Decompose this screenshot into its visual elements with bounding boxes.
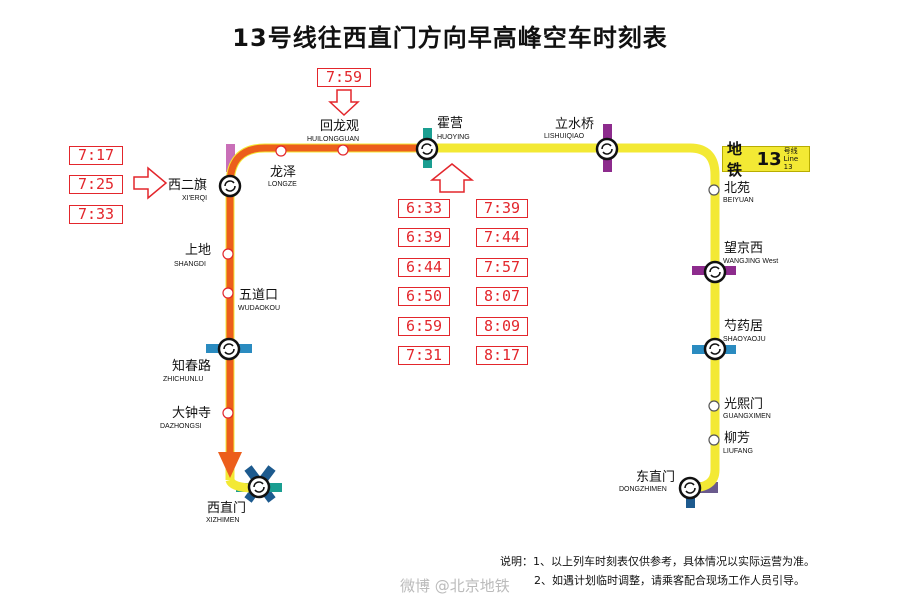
time-huoying-right-3: 7:57 bbox=[476, 258, 528, 277]
station-name-wudaokou: 五道口 bbox=[239, 288, 278, 303]
station-name-shangdi: 上地 bbox=[185, 243, 211, 258]
station-name-wangjingxi: 望京西 bbox=[724, 240, 763, 256]
station-pinyin-xizhimen: XIZHIMEN bbox=[206, 517, 239, 524]
line-15-stub-xierqi bbox=[226, 144, 235, 172]
badge-suffix-en: Line 13 bbox=[783, 155, 799, 171]
station-name-huoying: 霍营 bbox=[437, 116, 463, 131]
transfer-icon-huoying bbox=[415, 137, 439, 161]
time-huoying-left-6: 7:31 bbox=[398, 346, 450, 365]
transfer-icon-lishuiqiao bbox=[595, 137, 619, 161]
time-huoying-left-4: 6:50 bbox=[398, 287, 450, 306]
time-huoying-left-2: 6:39 bbox=[398, 228, 450, 247]
station-pinyin-zhichunlu: ZHICHUNLU bbox=[163, 376, 203, 383]
station-name-dongzhimen: 东直门 bbox=[636, 470, 675, 485]
station-name-huilongguan: 回龙观 bbox=[320, 119, 359, 134]
time-huoying-left-1: 6:33 bbox=[398, 199, 450, 218]
station-dot-huilongguan bbox=[337, 144, 349, 156]
station-dot-dazhongsi bbox=[222, 407, 234, 419]
transfer-icon-xizhimen bbox=[247, 475, 271, 499]
station-pinyin-longze: LONGZE bbox=[268, 181, 297, 188]
arrow-up-huoying bbox=[429, 163, 475, 193]
station-dot-liufang bbox=[708, 434, 720, 446]
transfer-icon-shaoyaoju bbox=[703, 337, 727, 361]
note-line-2: 2、如遇计划临时调整，请乘客配合现场工作人员引导。 bbox=[534, 574, 805, 587]
station-name-shaoyaoju: 芍药居 bbox=[724, 318, 763, 334]
station-name-xierqi: 西二旗 bbox=[168, 177, 207, 193]
station-pinyin-dongzhimen: DONGZHIMEN bbox=[619, 486, 667, 493]
line-13-badge: 地铁 13 号线 Line 13 bbox=[722, 140, 810, 179]
transfer-icon-zhichunlu bbox=[217, 337, 241, 361]
note-line-1: 说明：1、以上列车时刻表仅供参考，具体情况以实际运营为准。 bbox=[500, 555, 815, 568]
station-dot-wudaokou bbox=[222, 287, 234, 299]
time-huoying-left-5: 6:59 bbox=[398, 317, 450, 336]
station-name-xizhimen: 西直门 bbox=[207, 501, 246, 516]
time-xierqi-3: 7:33 bbox=[69, 205, 123, 224]
badge-suffix-cn: 号线 bbox=[783, 147, 798, 155]
station-name-liufang: 柳芳 bbox=[724, 431, 750, 446]
station-dot-longze bbox=[275, 145, 287, 157]
time-huoying-right-2: 7:44 bbox=[476, 228, 528, 247]
notes: 说明：1、以上列车时刻表仅供参考，具体情况以实际运营为准。 2、如遇计划临时调整… bbox=[500, 552, 815, 590]
station-pinyin-guangximen: GUANGXIMEN bbox=[723, 413, 771, 420]
station-pinyin-wangjingxi: WANGJING West bbox=[723, 258, 778, 265]
station-dot-beiyuan bbox=[708, 184, 720, 196]
station-dot-guangximen bbox=[708, 400, 720, 412]
station-pinyin-liufang: LIUFANG bbox=[723, 448, 753, 455]
arrow-right-xierqi bbox=[133, 166, 168, 200]
station-name-longze: 龙泽 bbox=[270, 165, 296, 180]
station-pinyin-dazhongsi: DAZHONGSI bbox=[160, 423, 202, 430]
station-pinyin-shaoyaoju: SHAOYAOJU bbox=[723, 336, 766, 343]
station-pinyin-xierqi: XI'ERQI bbox=[182, 195, 207, 202]
route-direction-arrow bbox=[218, 452, 242, 478]
station-name-zhichunlu: 知春路 bbox=[172, 358, 211, 374]
transfer-icon-xierqi bbox=[218, 174, 242, 198]
time-huoying-right-5: 8:09 bbox=[476, 317, 528, 336]
badge-line-number: 13 bbox=[756, 148, 782, 170]
time-huoying-right-6: 8:17 bbox=[476, 346, 528, 365]
station-dot-shangdi bbox=[222, 248, 234, 260]
station-pinyin-shangdi: SHANGDI bbox=[174, 261, 206, 268]
station-name-lishuiqiao: 立水桥 bbox=[555, 117, 594, 132]
time-huilongguan-1: 7:59 bbox=[317, 68, 371, 87]
arrow-down-huilongguan bbox=[328, 89, 360, 117]
station-pinyin-huoying: HUOYING bbox=[437, 134, 470, 141]
station-pinyin-beiyuan: BEIYUAN bbox=[723, 197, 754, 204]
station-name-dazhongsi: 大钟寺 bbox=[172, 405, 211, 421]
time-huoying-right-1: 7:39 bbox=[476, 199, 528, 218]
station-pinyin-wudaokou: WUDAOKOU bbox=[238, 305, 280, 312]
page-title: 13号线往西直门方向早高峰空车时刻表 bbox=[232, 24, 668, 52]
time-huoying-right-4: 8:07 bbox=[476, 287, 528, 306]
time-xierqi-1: 7:17 bbox=[69, 146, 123, 165]
station-name-beiyuan: 北苑 bbox=[724, 181, 750, 196]
line-13-track bbox=[225, 143, 720, 493]
badge-subway-label: 地铁 bbox=[727, 140, 743, 179]
time-huoying-left-3: 6:44 bbox=[398, 258, 450, 277]
transfer-icon-wangjingxi bbox=[703, 260, 727, 284]
station-pinyin-lishuiqiao: LISHUIQIAO bbox=[544, 133, 585, 140]
station-pinyin-huilongguan: HUILONGGUAN bbox=[307, 136, 359, 143]
badge-line-suffix: 号线 Line 13 bbox=[784, 147, 809, 171]
time-xierqi-2: 7:25 bbox=[69, 175, 123, 194]
transfer-icon-dongzhimen bbox=[678, 476, 702, 500]
station-name-guangximen: 光熙门 bbox=[724, 397, 763, 412]
weibo-watermark: 微博 @北京地铁 bbox=[400, 577, 510, 595]
